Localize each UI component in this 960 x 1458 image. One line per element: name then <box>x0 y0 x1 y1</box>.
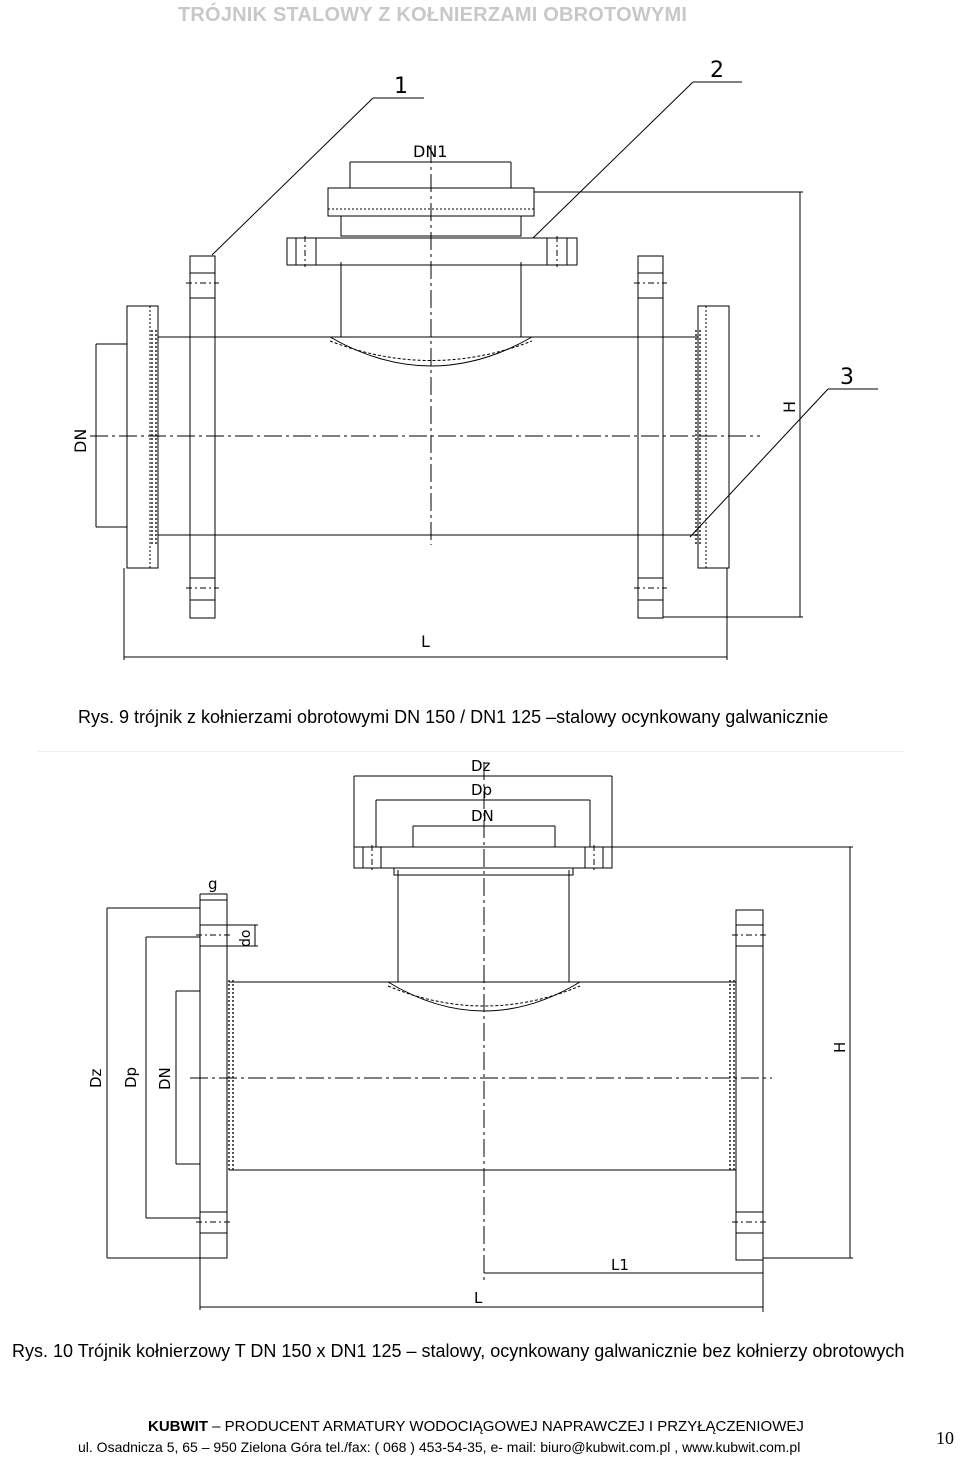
dim-dn-label: DN <box>71 429 90 453</box>
dim-dp-top-label: Dp <box>471 781 492 799</box>
callout-1: 1 <box>394 74 408 99</box>
figure-2-caption: Rys. 10 Trójnik kołnierzowy T DN 150 x D… <box>12 1341 905 1361</box>
dim-dn-left-label: DN <box>156 1067 174 1090</box>
footer-company-name: KUBWIT <box>148 1418 208 1435</box>
dim-h-label: H <box>831 1042 849 1053</box>
footer-tagline: – PRODUCENT ARMATURY WODOCIĄGOWEJ NAPRAW… <box>208 1418 804 1435</box>
dim-h-label: H <box>780 401 799 413</box>
figure-1-drawing: 1 2 3 DN1 DN L H <box>71 58 878 660</box>
footer-address: ul. Osadnicza 5, 65 – 950 Zielona Góra t… <box>78 1439 801 1455</box>
dim-dz-top-label: Dz <box>471 757 491 775</box>
dim-dz-left-label: Dz <box>87 1068 105 1088</box>
dim-l1-label: L1 <box>611 1256 629 1274</box>
figure-1-caption: Rys. 9 trójnik z kołnierzami obrotowymi … <box>78 707 829 727</box>
callout-3: 3 <box>840 365 854 390</box>
dim-dp-left-label: Dp <box>122 1067 140 1088</box>
dim-dn1-label: DN1 <box>413 142 447 161</box>
dim-l-label: L <box>421 632 430 651</box>
dim-dn-top-label: DN <box>471 807 494 825</box>
dim-g-label: g <box>208 875 218 893</box>
callout-2: 2 <box>710 58 724 83</box>
page-title: TRÓJNIK STALOWY Z KOŁNIERZAMI OBROTOWYMI <box>178 4 688 26</box>
dim-l-label: L <box>474 1289 483 1307</box>
figure-2-drawing: Dz Dp DN g do Dz Dp DN H L1 L <box>87 757 853 1312</box>
separator <box>38 751 904 752</box>
footer-company-line: KUBWIT – PRODUCENT ARMATURY WODOCIĄGOWEJ… <box>148 1418 804 1435</box>
dim-do-label: do <box>238 930 254 947</box>
page-number: 10 <box>936 1428 954 1448</box>
